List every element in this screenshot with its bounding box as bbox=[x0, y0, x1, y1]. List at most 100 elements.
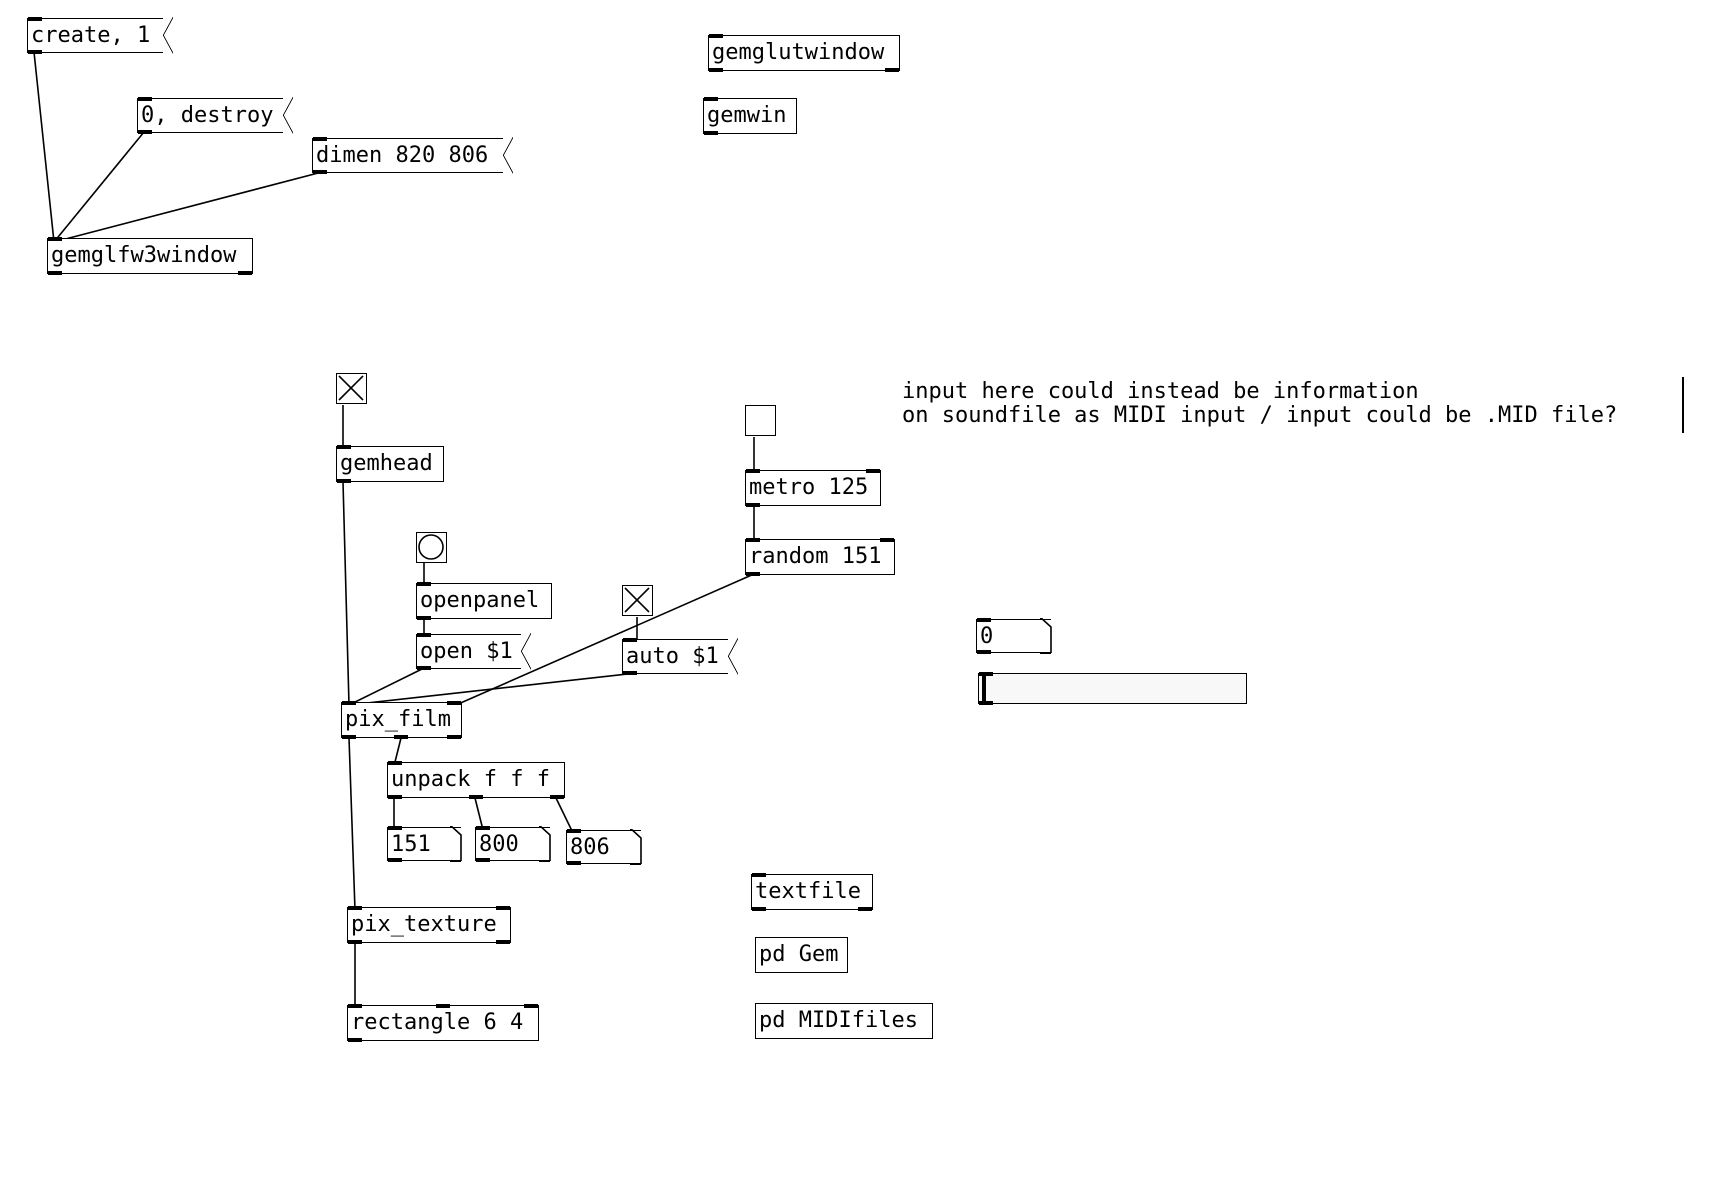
outlet[interactable] bbox=[28, 49, 42, 54]
inlet[interactable] bbox=[28, 17, 42, 22]
outlet[interactable] bbox=[885, 67, 899, 72]
inlet[interactable] bbox=[348, 1004, 362, 1009]
metro-toggle[interactable] bbox=[745, 405, 776, 436]
outlet[interactable] bbox=[394, 734, 408, 739]
inlet[interactable] bbox=[704, 97, 718, 102]
outlet[interactable] bbox=[977, 649, 991, 654]
outlet[interactable] bbox=[337, 478, 351, 483]
outlet[interactable] bbox=[238, 270, 252, 275]
auto-toggle[interactable] bbox=[622, 585, 653, 616]
inlet[interactable] bbox=[752, 873, 766, 878]
inlet[interactable] bbox=[567, 829, 581, 834]
cord bbox=[348, 737, 356, 911]
comment-width-handle[interactable] bbox=[1682, 377, 1684, 433]
inlet[interactable] bbox=[977, 618, 991, 623]
gemwin-label: gemwin bbox=[707, 103, 787, 128]
outlet[interactable] bbox=[979, 700, 993, 705]
inlet[interactable] bbox=[979, 672, 993, 677]
outlet[interactable] bbox=[858, 906, 872, 911]
pd-gem-subpatch[interactable]: pd Gem bbox=[755, 937, 848, 973]
inlet[interactable] bbox=[447, 701, 461, 706]
cord bbox=[53, 171, 323, 243]
create-message-box[interactable]: create, 1 bbox=[27, 17, 173, 54]
outlet[interactable] bbox=[417, 665, 431, 670]
outlet[interactable] bbox=[476, 857, 490, 862]
gemwin-object[interactable]: gemwin bbox=[703, 97, 797, 135]
inlet[interactable] bbox=[313, 137, 327, 142]
gemhead-toggle[interactable] bbox=[336, 373, 367, 404]
cord bbox=[348, 672, 638, 706]
outlet[interactable] bbox=[567, 860, 581, 865]
number-box-corner bbox=[1040, 618, 1052, 655]
rectangle-object[interactable]: rectangle 6 4 bbox=[347, 1004, 539, 1042]
gemhead-object[interactable]: gemhead bbox=[336, 445, 444, 483]
number-box-width[interactable]: 800 bbox=[475, 826, 551, 863]
dimen-message-box[interactable]: dimen 820 806 bbox=[312, 137, 513, 174]
random-object[interactable]: random 151 bbox=[745, 538, 895, 576]
inlet[interactable] bbox=[48, 237, 62, 242]
outlet[interactable] bbox=[496, 939, 510, 944]
cord bbox=[53, 131, 145, 243]
outlet[interactable] bbox=[48, 270, 62, 275]
inlet[interactable] bbox=[476, 826, 490, 831]
number-box-frames[interactable]: 151 bbox=[387, 826, 462, 863]
open-message-box[interactable]: open $1 bbox=[416, 633, 531, 670]
openpanel-object[interactable]: openpanel bbox=[416, 582, 552, 620]
inlet[interactable] bbox=[866, 469, 880, 474]
number-box-height[interactable]: 806 bbox=[566, 829, 642, 866]
inlet[interactable] bbox=[388, 826, 402, 831]
outlet[interactable] bbox=[313, 169, 327, 174]
unpack-object[interactable]: unpack f f f bbox=[387, 761, 565, 799]
inlet[interactable] bbox=[880, 538, 894, 543]
outlet[interactable] bbox=[623, 670, 637, 675]
outlet[interactable] bbox=[342, 734, 356, 739]
inlet[interactable] bbox=[709, 34, 723, 39]
outlet[interactable] bbox=[348, 939, 362, 944]
outlet[interactable] bbox=[469, 794, 483, 799]
outlet[interactable] bbox=[348, 1037, 362, 1042]
slider-knob[interactable] bbox=[982, 674, 986, 703]
number-box-standalone[interactable]: 0 bbox=[976, 618, 1052, 655]
openpanel-bang[interactable] bbox=[416, 532, 447, 563]
inlet[interactable] bbox=[348, 906, 362, 911]
destroy-message-box[interactable]: 0, destroy bbox=[137, 97, 293, 134]
inlet[interactable] bbox=[417, 582, 431, 587]
comment-line-1: input here could instead be information bbox=[902, 379, 1419, 404]
inlet[interactable] bbox=[417, 633, 431, 638]
outlet[interactable] bbox=[746, 502, 760, 507]
outlet[interactable] bbox=[746, 571, 760, 576]
outlet[interactable] bbox=[447, 734, 461, 739]
outlet[interactable] bbox=[550, 794, 564, 799]
outlet[interactable] bbox=[388, 857, 402, 862]
inlet[interactable] bbox=[138, 97, 152, 102]
outlet[interactable] bbox=[388, 794, 402, 799]
number-value: 800 bbox=[479, 832, 519, 857]
outlet[interactable] bbox=[704, 130, 718, 135]
inlet[interactable] bbox=[746, 538, 760, 543]
outlet[interactable] bbox=[709, 67, 723, 72]
inlet[interactable] bbox=[436, 1004, 450, 1009]
inlet[interactable] bbox=[524, 1004, 538, 1009]
cord bbox=[342, 481, 350, 706]
inlet[interactable] bbox=[746, 469, 760, 474]
inlet[interactable] bbox=[342, 701, 356, 706]
gemglutwindow-object[interactable]: gemglutwindow bbox=[708, 34, 900, 72]
comment-line-2: on soundfile as MIDI input / input could… bbox=[902, 403, 1618, 428]
horizontal-slider[interactable] bbox=[978, 672, 1247, 705]
inlet[interactable] bbox=[496, 906, 510, 911]
auto-message-box[interactable]: auto $1 bbox=[622, 638, 738, 675]
inlet[interactable] bbox=[623, 638, 637, 643]
cord bbox=[555, 797, 574, 834]
outlet[interactable] bbox=[138, 129, 152, 134]
metro-object[interactable]: metro 125 bbox=[745, 469, 881, 507]
textfile-object[interactable]: textfile bbox=[751, 873, 873, 911]
pd-midifiles-subpatch[interactable]: pd MIDIfiles bbox=[755, 1003, 933, 1039]
pix-film-object[interactable]: pix_film bbox=[341, 701, 462, 739]
inlet[interactable] bbox=[388, 761, 402, 766]
outlet[interactable] bbox=[752, 906, 766, 911]
pix-texture-object[interactable]: pix_texture bbox=[347, 906, 511, 944]
inlet[interactable] bbox=[337, 445, 351, 450]
outlet[interactable] bbox=[417, 615, 431, 620]
gemglfw3window-object[interactable]: gemglfw3window bbox=[47, 237, 253, 275]
